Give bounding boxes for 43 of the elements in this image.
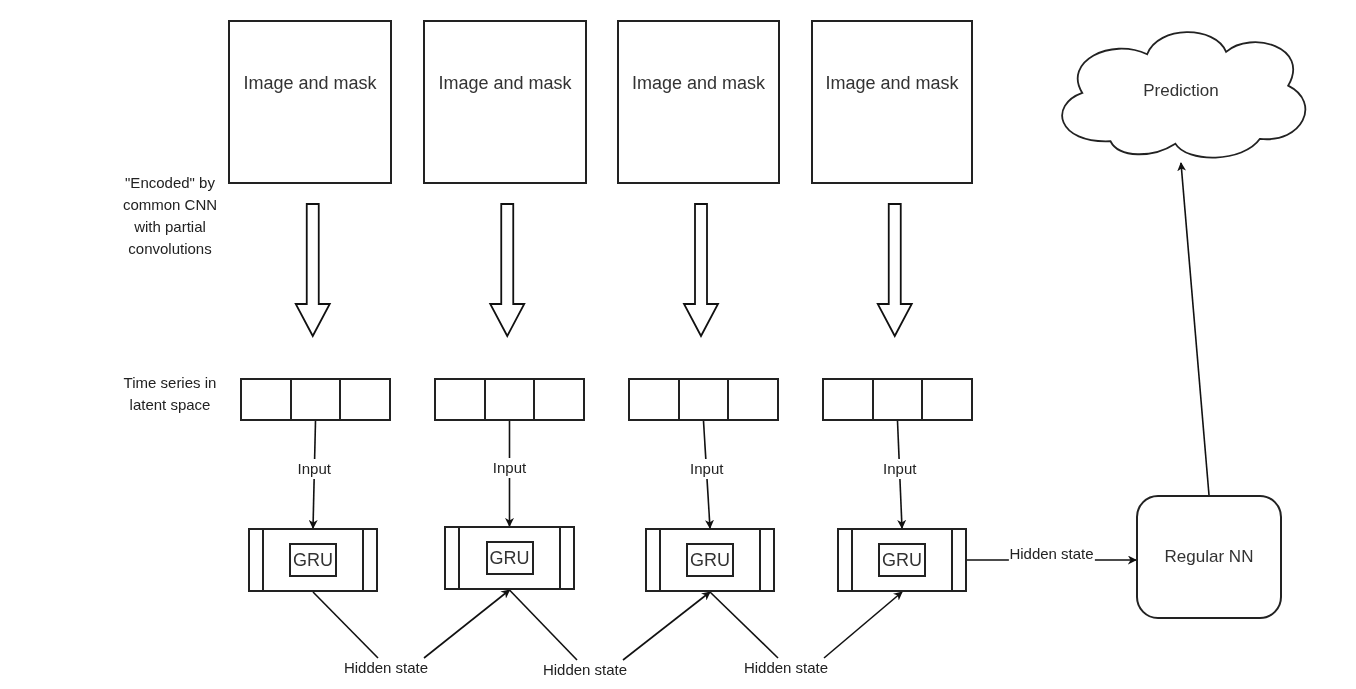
edge-label: Input bbox=[296, 458, 332, 479]
latent-vector-box bbox=[240, 378, 391, 421]
box-label: Image and mask bbox=[243, 72, 377, 95]
image-box bbox=[811, 20, 973, 184]
gru-block bbox=[444, 526, 575, 590]
edge-label: Input bbox=[491, 457, 528, 478]
image-box bbox=[617, 20, 780, 184]
connector-line bbox=[312, 591, 379, 659]
arrow bbox=[622, 591, 711, 661]
box-label: Image and mask bbox=[631, 72, 766, 95]
edge-label: Input bbox=[882, 458, 918, 479]
latent-vector-box bbox=[822, 378, 973, 421]
gru-label: GRU bbox=[485, 541, 534, 575]
gru-block bbox=[645, 528, 775, 592]
arrow bbox=[1177, 162, 1210, 496]
connector-label: Hidden state bbox=[539, 660, 631, 680]
block-arrow bbox=[488, 203, 526, 338]
gru-label: GRU bbox=[878, 543, 926, 577]
box-label: Image and mask bbox=[825, 72, 959, 95]
connector-line bbox=[709, 591, 779, 659]
block-arrow bbox=[682, 203, 720, 338]
latent-vector-box bbox=[628, 378, 779, 421]
block-arrow bbox=[294, 203, 332, 338]
connector-line bbox=[508, 589, 578, 661]
row-caption: "Encoded" by common CNN with partial convolutions bbox=[121, 173, 219, 259]
connector-label: Hidden state bbox=[740, 658, 832, 678]
gru-block bbox=[837, 528, 967, 592]
cloud-label: Prediction bbox=[1143, 79, 1219, 102]
block-arrow bbox=[876, 203, 914, 338]
box-label: Regular NN bbox=[1164, 546, 1254, 568]
box-label: Image and mask bbox=[438, 72, 572, 95]
latent-vector-box bbox=[434, 378, 585, 421]
connector-label: Hidden state bbox=[340, 658, 432, 678]
row-caption: Time series in latent space bbox=[122, 373, 218, 415]
edge-label: Input bbox=[689, 458, 725, 479]
gru-label: GRU bbox=[686, 543, 734, 577]
arrow bbox=[823, 591, 903, 659]
arrow bbox=[423, 589, 511, 659]
gru-block bbox=[248, 528, 378, 592]
image-box bbox=[423, 20, 587, 184]
gru-label: GRU bbox=[289, 543, 337, 577]
image-box bbox=[228, 20, 392, 184]
process-box bbox=[1136, 495, 1282, 619]
